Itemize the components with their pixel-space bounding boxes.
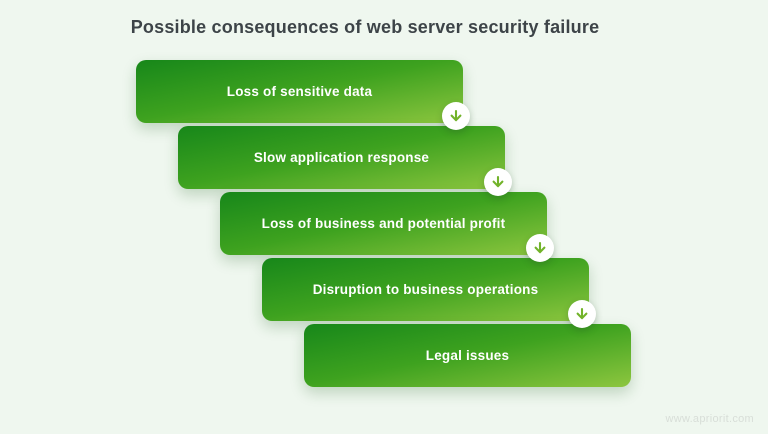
page-title: Possible consequences of web server secu… (130, 17, 600, 37)
arrow-down-icon (576, 307, 588, 320)
step-label: Slow application response (253, 150, 430, 165)
step-loss-of-business-and-potential-profit: Loss of business and potential profit (220, 192, 554, 262)
step-label: Loss of sensitive data (226, 84, 373, 99)
step-loss-of-sensitive-data: Loss of sensitive data (136, 60, 470, 130)
watermark: www.apriorit.com (665, 413, 754, 425)
step-disruption-to-business-operations: Disruption to business operations (262, 258, 596, 328)
step-label: Legal issues (425, 348, 510, 363)
step-legal-issues: Legal issues (304, 324, 631, 387)
arrow-down-icon (492, 175, 504, 188)
arrow-bubble (484, 168, 512, 196)
arrow-bubble (442, 102, 470, 130)
step-label: Loss of business and potential profit (261, 216, 506, 231)
arrow-bubble (526, 234, 554, 262)
arrow-down-icon (534, 241, 546, 254)
step-label: Disruption to business operations (312, 282, 539, 297)
arrow-bubble (568, 300, 596, 328)
arrow-down-icon (450, 109, 462, 122)
step-slow-application-response: Slow application response (178, 126, 512, 196)
